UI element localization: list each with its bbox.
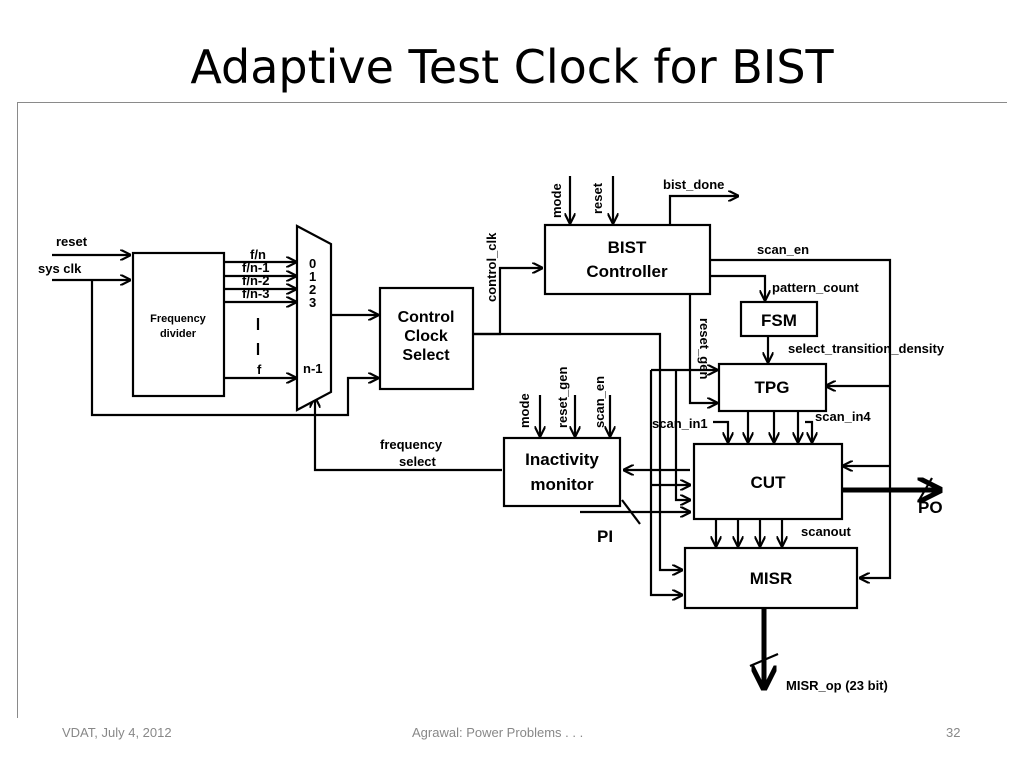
mux-input-3: 3 [309, 295, 316, 310]
frame-top-border [17, 102, 1007, 103]
reset-gen-label: reset_gen [697, 318, 712, 379]
f-n-2-label: f/n-2 [242, 273, 269, 288]
wires [52, 176, 940, 688]
mux-input-0: 0 [309, 256, 316, 271]
frequency-label: frequency [380, 437, 443, 452]
mode-label: mode [549, 183, 564, 218]
bist-controller-block [543, 223, 712, 296]
frame-left-border [17, 102, 18, 718]
f-label: f [257, 362, 262, 377]
mux-input-2: 2 [309, 282, 316, 297]
frequency-divider-label-1: Frequency [150, 313, 207, 325]
slide-title: Adaptive Test Clock for BIST [190, 40, 834, 94]
frequency-divider-label-2: divider [160, 328, 197, 340]
scan-en-label: scan_en [757, 242, 809, 257]
mode-im-label: mode [517, 393, 532, 428]
scan-en-im-label: scan_en [592, 376, 607, 428]
mux-input-1: 1 [309, 269, 316, 284]
cut-label: CUT [751, 473, 787, 492]
f-n-3-label: f/n-3 [242, 286, 269, 301]
inactivity-monitor-label-2: monitor [530, 475, 594, 494]
bist-controller-label-1: BIST [608, 238, 647, 257]
sys-clk-label: sys clk [38, 261, 82, 276]
control-clock-select-block [378, 286, 475, 391]
tpg-label: TPG [755, 378, 790, 397]
select-label: select [399, 454, 437, 469]
scan-in1-label: scan_in1 [652, 416, 708, 431]
fsm-label: FSM [761, 311, 797, 330]
control-clock-select-label-1: Control [398, 309, 455, 326]
misr-block [683, 546, 859, 610]
scan-in4-label: scan_in4 [815, 409, 871, 424]
po-label: PO [918, 498, 943, 517]
slide-number: 32 [946, 725, 961, 740]
reset-label: reset [56, 234, 88, 249]
f-n-label: f/n [250, 247, 266, 262]
mux-input-n-1: n-1 [303, 361, 323, 376]
misr-label: MISR [750, 569, 793, 588]
frequency-mux [295, 224, 333, 412]
footer-venue-date: VDAT, July 4, 2012 [62, 725, 172, 740]
control-clock-select-label-3: Select [402, 347, 450, 364]
tpg-block [717, 362, 828, 413]
fsm-block [739, 300, 819, 338]
footer-author-talk: Agrawal: Power Problems . . . [412, 725, 584, 740]
cut-block [692, 442, 844, 521]
frequency-divider-block [131, 251, 226, 398]
bist-done-label: bist_done [663, 177, 724, 192]
reset-gen-im-label: reset_gen [555, 367, 570, 428]
f-n-1-label: f/n-1 [242, 260, 269, 275]
control-clock-select-label-2: Clock [404, 328, 448, 345]
inactivity-monitor-block [502, 436, 622, 508]
pattern-count-label: pattern_count [772, 280, 859, 295]
bist-controller-label-2: Controller [586, 262, 668, 281]
control-clk-label: control_clk [484, 232, 499, 302]
reset-top-label: reset [590, 182, 605, 214]
inactivity-monitor-label-1: Inactivity [525, 450, 599, 469]
scanout-label: scanout [801, 524, 852, 539]
misr-op-label: MISR_op (23 bit) [786, 678, 888, 693]
pi-label: PI [597, 527, 613, 546]
select-transition-density-label: select_transition_density [788, 341, 945, 356]
